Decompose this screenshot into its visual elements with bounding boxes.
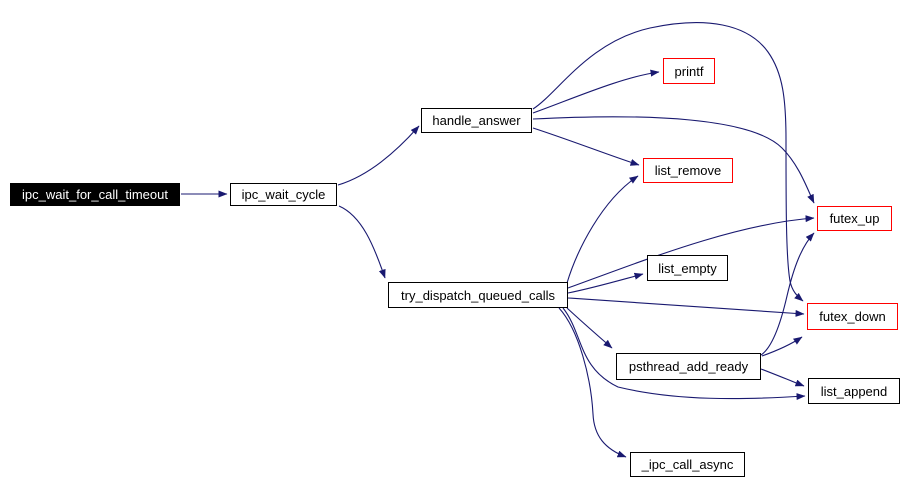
node-futex_down[interactable]: futex_down xyxy=(807,303,898,330)
edge-psthread_add_ready-futex_up xyxy=(760,232,815,356)
edge-psthread_add_ready-futex_down xyxy=(761,336,803,357)
edge-try_dispatch_queued_calls-list_empty xyxy=(567,272,644,294)
node-handle_answer[interactable]: handle_answer xyxy=(421,108,532,133)
node-label: list_remove xyxy=(654,163,722,178)
node-ipc_wait_for_call_timeout: ipc_wait_for_call_timeout xyxy=(10,183,180,206)
edge-try_dispatch_queued_calls-_ipc_call_async xyxy=(558,307,627,458)
edge-handle_answer-printf xyxy=(532,69,660,114)
edge-handle_answer-futex_up xyxy=(532,116,815,204)
node-ipc_wait_cycle[interactable]: ipc_wait_cycle xyxy=(230,183,337,206)
node-label: try_dispatch_queued_calls xyxy=(401,287,555,303)
node-_ipc_call_async[interactable]: _ipc_call_async xyxy=(630,452,745,477)
node-label: list_empty xyxy=(658,260,717,276)
node-list_empty[interactable]: list_empty xyxy=(647,255,728,281)
edge-try_dispatch_queued_calls-futex_up xyxy=(567,215,815,289)
node-label: _ipc_call_async xyxy=(641,457,734,472)
edge-try_dispatch_queued_calls-list_remove xyxy=(566,175,639,284)
node-futex_up[interactable]: futex_up xyxy=(817,206,892,231)
node-label: list_append xyxy=(820,383,888,399)
node-label: futex_up xyxy=(829,211,880,226)
edge-ipc_wait_cycle-handle_answer xyxy=(337,125,420,186)
edge-handle_answer-list_remove xyxy=(532,127,640,166)
node-try_dispatch_queued_calls[interactable]: try_dispatch_queued_calls xyxy=(388,282,568,308)
node-label: psthread_add_ready xyxy=(628,359,749,374)
node-printf[interactable]: printf xyxy=(663,58,715,84)
node-label: ipc_wait_for_call_timeout xyxy=(22,187,168,202)
node-list_remove[interactable]: list_remove xyxy=(643,158,733,183)
node-label: futex_down xyxy=(819,309,886,324)
node-psthread_add_ready[interactable]: psthread_add_ready xyxy=(616,353,761,380)
edge-handle_answer-futex_down xyxy=(532,22,804,302)
node-label: printf xyxy=(674,63,704,79)
node-label: ipc_wait_cycle xyxy=(241,187,326,202)
node-label: handle_answer xyxy=(432,113,521,128)
edge-try_dispatch_queued_calls-futex_down xyxy=(567,297,805,317)
edge-psthread_add_ready-list_append xyxy=(760,368,805,387)
edge-try_dispatch_queued_calls-list_append xyxy=(562,307,806,401)
edge-ipc_wait_cycle-try_dispatch_queued_calls xyxy=(338,205,386,279)
node-list_append[interactable]: list_append xyxy=(808,378,900,404)
edge-try_dispatch_queued_calls-psthread_add_ready xyxy=(566,307,613,349)
